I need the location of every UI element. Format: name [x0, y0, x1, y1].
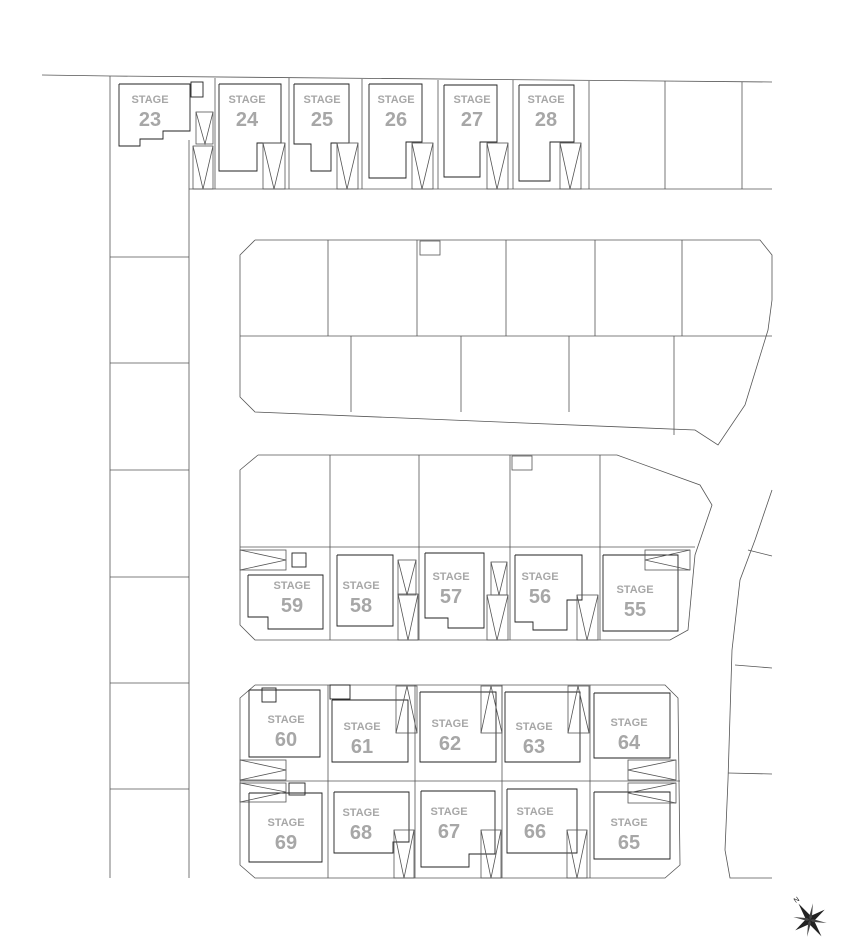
stage-number: 60 — [275, 729, 297, 751]
right-street — [724, 489, 773, 879]
stage-word: STAGE — [377, 94, 414, 106]
stage-number: 63 — [523, 736, 545, 758]
lot-label-60: STAGE 60 — [267, 714, 304, 751]
stage-word: STAGE — [515, 721, 552, 733]
street-boundaries — [41, 74, 773, 878]
lot-labels: STAGE23STAGE24STAGE25STAGE26STAGE27STAGE… — [131, 94, 653, 854]
stage-number: 65 — [618, 832, 640, 854]
stage-number: 66 — [524, 821, 546, 843]
lot-label-58: STAGE 58 — [342, 580, 379, 617]
stage-word: STAGE — [453, 94, 490, 106]
stage-number: 25 — [311, 109, 333, 131]
stage-word: STAGE — [343, 721, 380, 733]
lot-label-64: STAGE 64 — [610, 717, 647, 754]
lower-block — [239, 684, 681, 879]
stage-word: STAGE — [610, 817, 647, 829]
stage-number: 67 — [438, 821, 460, 843]
compass-rose-icon: N — [793, 896, 827, 937]
stage-number: 23 — [139, 109, 161, 131]
upper-block — [239, 239, 773, 446]
stage-number: 64 — [618, 732, 641, 754]
lot-label-68: STAGE 68 — [342, 807, 379, 844]
stage-word: STAGE — [228, 94, 265, 106]
lot-label-56: STAGE 56 — [521, 571, 558, 608]
stage-number: 58 — [350, 595, 372, 617]
stage-word: STAGE — [430, 806, 467, 818]
stage-number: 57 — [440, 586, 462, 608]
lot-label-24: STAGE 24 — [228, 94, 265, 131]
lot-label-62: STAGE 62 — [431, 718, 468, 755]
lot-label-67: STAGE 67 — [430, 806, 467, 843]
stage-number: 24 — [236, 109, 259, 131]
stage-word: STAGE — [521, 571, 558, 583]
lot-label-59: STAGE 59 — [273, 580, 310, 617]
stage-word: STAGE — [342, 807, 379, 819]
stage-word: STAGE — [527, 94, 564, 106]
top-row-lots — [118, 78, 743, 190]
lot-label-55: STAGE 55 — [616, 584, 653, 621]
stage-number: 56 — [529, 586, 551, 608]
lot-label-69: STAGE 69 — [267, 817, 304, 854]
stage-word: STAGE — [267, 817, 304, 829]
lot-label-27: STAGE 27 — [453, 94, 490, 131]
stage-number: 59 — [281, 595, 303, 617]
lot-label-57: STAGE 57 — [432, 571, 469, 608]
stage-word: STAGE — [273, 580, 310, 592]
north-letter: N — [793, 896, 801, 905]
lot-label-65: STAGE 65 — [610, 817, 647, 854]
lot-label-66: STAGE 66 — [516, 806, 553, 843]
stage-word: STAGE — [610, 717, 647, 729]
stage-number: 69 — [275, 832, 297, 854]
middle-block — [239, 454, 713, 641]
stage-word: STAGE — [342, 580, 379, 592]
lot-label-26: STAGE 26 — [377, 94, 414, 131]
stage-word: STAGE — [303, 94, 340, 106]
stage-word: STAGE — [267, 714, 304, 726]
lot-label-23: STAGE 23 — [131, 94, 168, 131]
lot-label-63: STAGE 63 — [515, 721, 552, 758]
lot-label-28: STAGE 28 — [527, 94, 564, 131]
lot-label-25: STAGE 25 — [303, 94, 340, 131]
stage-number: 62 — [439, 733, 461, 755]
driveway-markers — [192, 111, 582, 190]
stage-number: 27 — [461, 109, 483, 131]
stage-number: 61 — [351, 736, 373, 758]
stage-number: 68 — [350, 822, 372, 844]
stage-word: STAGE — [516, 806, 553, 818]
stage-word: STAGE — [431, 718, 468, 730]
lot-label-61: STAGE 61 — [343, 721, 380, 758]
stage-number: 55 — [624, 599, 646, 621]
stage-word: STAGE — [616, 584, 653, 596]
stage-number: 28 — [535, 109, 557, 131]
stage-number: 26 — [385, 109, 407, 131]
stage-word: STAGE — [432, 571, 469, 583]
stage-word: STAGE — [131, 94, 168, 106]
